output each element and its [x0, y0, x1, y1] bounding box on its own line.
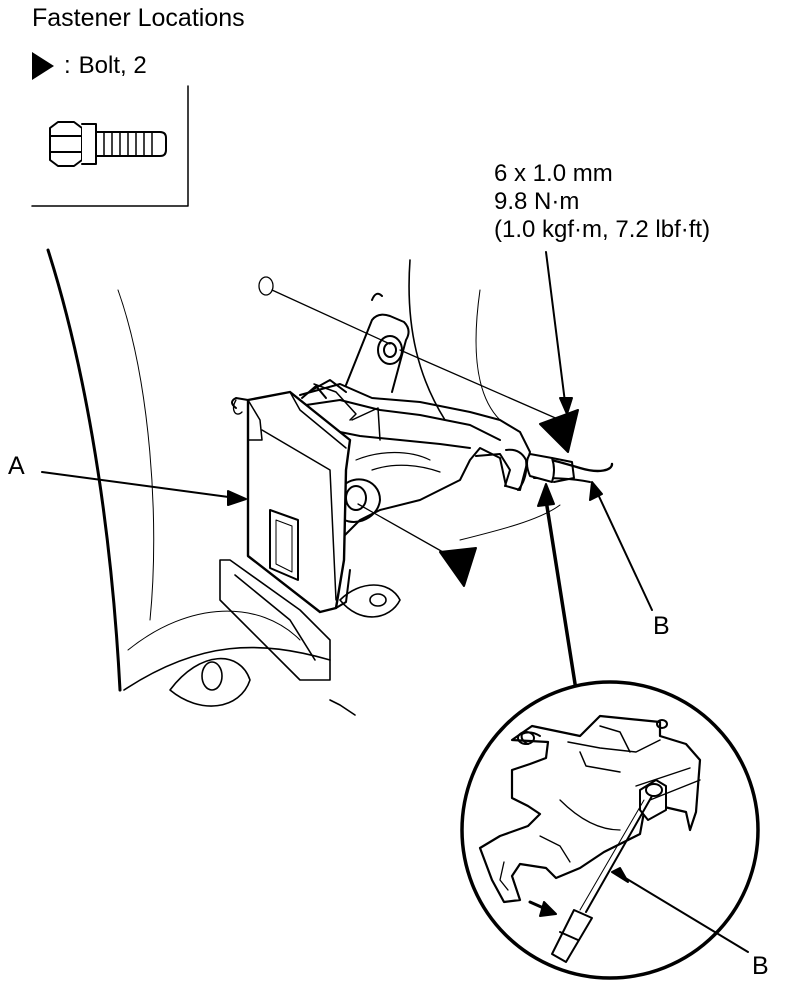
- bolt-icon: [49, 121, 167, 167]
- part-a-housing: [231, 383, 381, 614]
- torque-spec-kgf: (1.0 kgf·m, 7.2 lbf·ft): [494, 216, 711, 243]
- torque-spec-arrow: [545, 251, 573, 415]
- detail-pointer-arrow: [537, 483, 578, 692]
- upper-bolt-leader: [258, 276, 561, 421]
- lower-bolt-leader: [232, 399, 451, 557]
- callout-a-arrow: [41, 471, 247, 506]
- bolt-marker-upper: [539, 409, 579, 453]
- detail-inset: [460, 680, 760, 980]
- bolt-legend-box: [31, 85, 189, 207]
- torque-spec-size: 6 x 1.0 mm: [494, 160, 613, 187]
- callout-b-arrow: [589, 481, 653, 611]
- legend-separator: :: [64, 52, 71, 79]
- bolt-marker-lower: [439, 547, 477, 587]
- black-triangle-icon: [32, 52, 54, 80]
- bolt-legend: : Bolt, 2: [32, 52, 147, 80]
- page-title: Fastener Locations: [32, 4, 245, 32]
- body-panel: [46, 248, 561, 716]
- cable-b: [526, 453, 614, 483]
- torque-spec-nm: 9.8 N·m: [494, 188, 580, 215]
- latch-bracket: [299, 292, 531, 561]
- legend-text: Bolt, 2: [78, 52, 147, 79]
- callout-b-label: B: [653, 612, 670, 640]
- callout-a-label: A: [8, 452, 25, 480]
- callout-b-detail-label: B: [752, 952, 769, 980]
- callout-b-detail-arrow: [611, 867, 749, 953]
- torque-spec: 6 x 1.0 mm 9.8 N·m (1.0 kgf·m, 7.2 lbf·f…: [494, 160, 710, 244]
